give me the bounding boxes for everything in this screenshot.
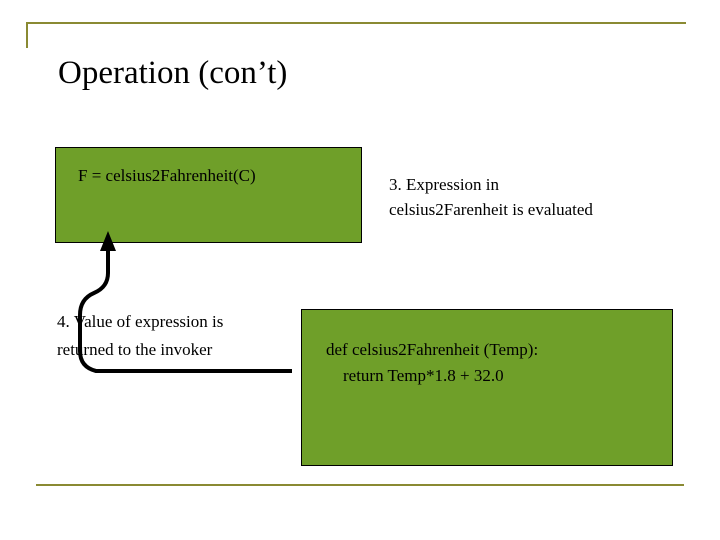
slide-title: Operation (con’t) — [58, 55, 288, 91]
step3-annotation: 3. Expression in celsius2Farenheit is ev… — [389, 175, 593, 219]
top-rule — [26, 22, 686, 24]
left-rule — [26, 22, 28, 48]
bottom-rule — [36, 484, 684, 486]
step4-annotation: 4. Value of expression is returned to th… — [57, 312, 224, 359]
function-definition-box: def celsius2Fahrenheit (Temp): return Te… — [301, 309, 673, 466]
expression-box-text: F = celsius2Fahrenheit(C) — [78, 166, 256, 185]
return-value-arrow — [78, 231, 292, 373]
function-definition-text: def celsius2Fahrenheit (Temp): return Te… — [326, 340, 539, 385]
expression-box: F = celsius2Fahrenheit(C) — [55, 147, 362, 243]
